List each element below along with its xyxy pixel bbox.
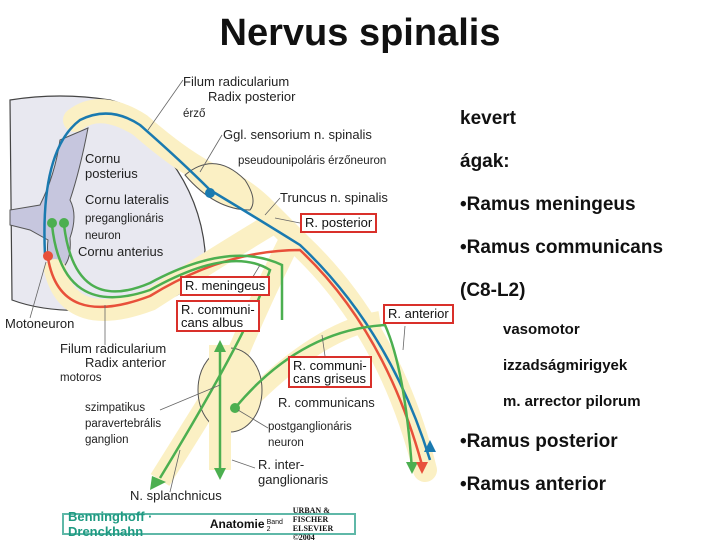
note-ramus-communicans: •Ramus communicans (460, 237, 664, 258)
note-kevert: kevert (460, 108, 516, 129)
preganglionic-neuron-2 (59, 218, 69, 228)
credit-publisher-1: URBAN & FISCHER (292, 506, 330, 524)
label-paravertebralis: paravertebrális (85, 418, 162, 430)
box-r-posterior: R. posterior (300, 213, 378, 233)
note-vasomotor: vasomotor (503, 321, 580, 338)
label-pseudounipolar: pseudounipoláris érzőneuron (238, 155, 387, 167)
slide-title: Nervus spinalis (219, 12, 501, 54)
label-postganglionaris: postganglionáris (268, 421, 352, 433)
box-r-griseus-line-2: cans griseus (293, 371, 366, 386)
leader-lines (29, 79, 406, 493)
sensory-neuron (205, 188, 215, 198)
credit-publisher-2: ELSEVIER ©2004 (292, 524, 334, 542)
label-n-splanchnicus: N. splanchnicus (130, 488, 222, 503)
label-preganglionaris: preganglionáris (85, 213, 164, 225)
label-cornu-posterius-2: posterius (85, 166, 138, 181)
label-cornu-posterius-1: Cornu (85, 151, 121, 166)
arrow-up-icon (214, 340, 226, 352)
note-agak: ágak: (460, 151, 510, 172)
preganglionic-fiber-1 (50, 224, 272, 479)
credit-book: Anatomie (209, 517, 265, 531)
note-ramus-posterior: •Ramus posterior (460, 431, 618, 452)
box-r-albus-line-1: R. communi- (181, 302, 255, 317)
label-cornu-lateralis: Cornu lateralis (85, 192, 169, 207)
preganglionic-neuron-1 (47, 218, 57, 228)
note-c8-l2: (C8-L2) (460, 280, 526, 301)
label-postganglionaris-neuron: neuron (268, 437, 304, 449)
label-cornu-anterius: Cornu anterius (78, 244, 164, 259)
arrow-down-icon (214, 468, 226, 480)
preganglionic-fiber-2 (62, 224, 284, 320)
box-r-communicans-griseus: R. communi- cans griseus (288, 356, 372, 388)
arrow-splanchnic-icon (150, 476, 166, 490)
label-truncus: Truncus n. spinalis (280, 190, 388, 205)
label-preganglionaris-neuron: neuron (85, 230, 121, 242)
arrow-anterior-blue-icon (424, 440, 436, 452)
label-motoros: motoros (60, 372, 102, 384)
label-motoneuron: Motoneuron (5, 316, 75, 331)
box-r-albus-line-2: cans albus (181, 315, 244, 330)
arrow-anterior-green-icon (406, 462, 418, 474)
label-szimpatikus: szimpatikus (85, 402, 146, 414)
ganglion-shape (184, 163, 254, 211)
source-credit: Benninghoff · Drenckhahn Anatomie Band 2… (62, 506, 356, 542)
label-radix-posterior: Radix posterior (208, 89, 296, 104)
label-erzo: érző (183, 108, 206, 120)
label-filum-anterior: Filum radicularium (60, 341, 167, 356)
credit-publisher: URBAN & FISCHER ELSEVIER ©2004 (293, 506, 354, 542)
note-ramus-meningeus: •Ramus meningeus (460, 194, 636, 215)
box-r-griseus-line-1: R. communi- (293, 358, 367, 373)
label-r-communicans: R. communicans (278, 395, 375, 410)
box-r-communicans-albus: R. communi- cans albus (176, 300, 260, 332)
credit-authors: Benninghoff · Drenckhahn (68, 509, 153, 539)
note-izzadsagmirigyek: izzadságmirigyek (503, 357, 628, 374)
label-r-inter: R. inter- (258, 457, 305, 472)
note-arrector-pilorum: m. arrector pilorum (503, 393, 641, 410)
sensory-fiber (43, 112, 432, 461)
label-ganglion: ganglion (85, 434, 129, 446)
note-ramus-anterior: •Ramus anterior (460, 474, 607, 495)
box-r-anterior: R. anterior (383, 304, 454, 324)
gray-matter (9, 127, 89, 271)
postganglionic-neuron (230, 403, 240, 413)
box-r-meningeus: R. meningeus (180, 276, 271, 296)
arrow-anterior-red-icon (416, 462, 428, 474)
label-radix-anterior: Radix anterior (85, 355, 166, 370)
credit-band: Band 2 (266, 519, 283, 533)
label-filum-posterior: Filum radicularium (183, 74, 290, 89)
postganglionic-fiber (234, 323, 414, 471)
motoneuron-cell (43, 251, 53, 261)
label-ganglionaris: ganglionaris (258, 472, 329, 487)
label-ggl-sensorium: Ggl. sensorium n. spinalis (223, 127, 372, 142)
